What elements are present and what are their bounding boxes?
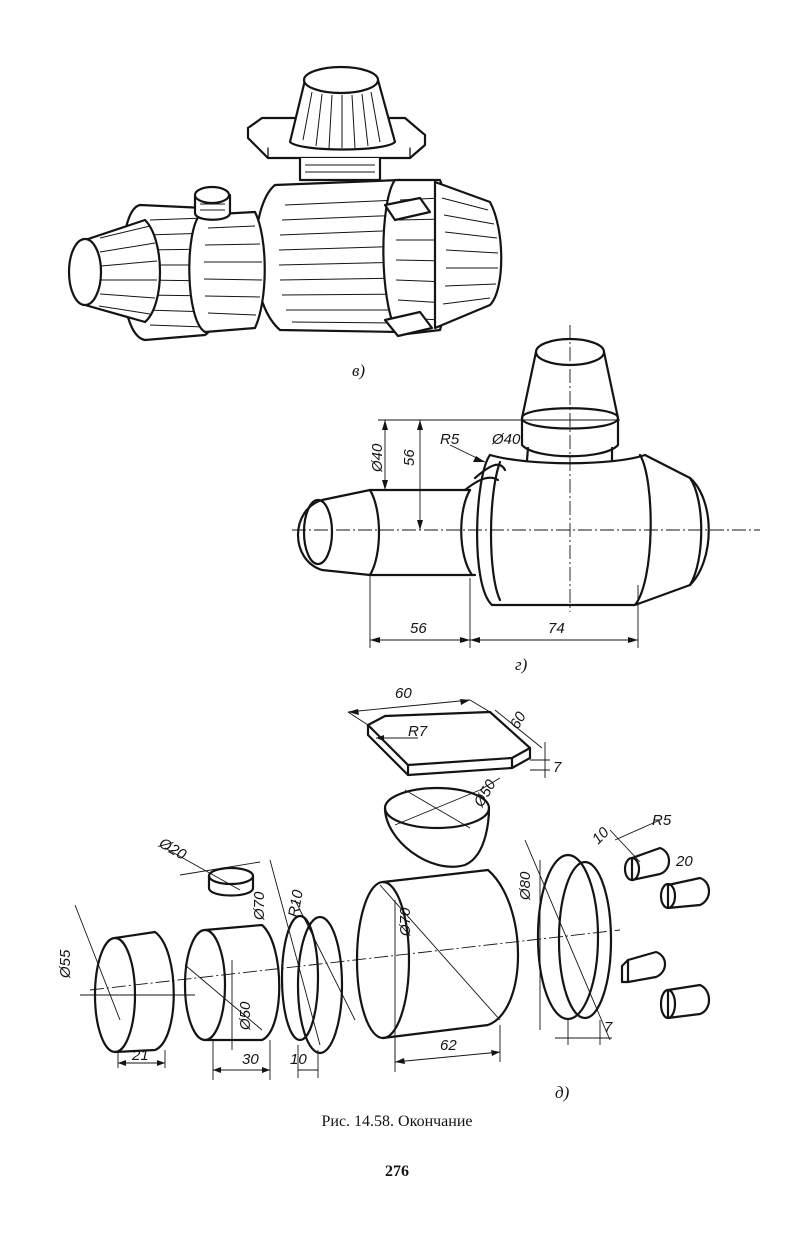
d-dim-d70-body: Ø70 xyxy=(397,907,414,937)
d-bolts xyxy=(609,819,711,1020)
view-v-valve-illustration xyxy=(67,65,503,342)
d-dim-pin-d20: Ø20 xyxy=(155,834,189,864)
d-dim-d55: Ø55 xyxy=(57,949,74,979)
d-main-body xyxy=(355,868,519,1072)
d-dim-d50: Ø50 xyxy=(237,1001,254,1031)
g-dim-r5: R5 xyxy=(440,431,460,448)
v-right-collar xyxy=(382,178,451,338)
d-cylinder-55 xyxy=(74,904,195,1068)
v-top-cone xyxy=(288,65,397,151)
d-dim-plate-60-side: 60 xyxy=(507,708,530,732)
g-main-body xyxy=(476,453,710,607)
d-ring-70 xyxy=(269,859,356,1078)
g-dim-74-length: 74 xyxy=(548,620,565,637)
view-g-outline: R5 Ø40 Ø40 56 56 74 xyxy=(292,325,760,648)
g-dim-56-length: 56 xyxy=(410,620,427,637)
g-dim-56-height: 56 xyxy=(401,449,418,466)
d-dim-d80: Ø80 xyxy=(517,871,534,901)
d-cylinder-50 xyxy=(183,923,281,1080)
d-dim-w30: 30 xyxy=(242,1051,259,1068)
v-left-cone xyxy=(67,218,161,324)
d-dim-plate-60-top: 60 xyxy=(395,685,412,702)
view-v-label: в) xyxy=(352,361,365,380)
v-knob xyxy=(193,185,232,221)
d-right-cone xyxy=(524,839,613,1045)
view-d-exploded: 60 60 R7 7 Ø50 Ø20 Ø55 21 xyxy=(57,685,711,1080)
d-dim-bolt-10: 10 xyxy=(589,824,613,848)
d-dim-bolt-20: 20 xyxy=(675,853,693,870)
d-dim-d70-ring: Ø70 xyxy=(251,891,268,921)
d-dim-w62: 62 xyxy=(440,1037,457,1054)
d-dim-plate-7: 7 xyxy=(553,759,562,776)
d-dim-w21: 21 xyxy=(131,1047,149,1064)
d-cone-segment xyxy=(383,777,501,868)
d-dim-w7: 7 xyxy=(604,1019,613,1036)
d-axis xyxy=(89,929,621,991)
v-right-cone xyxy=(433,180,503,330)
d-dim-plate-r7: R7 xyxy=(408,723,428,740)
g-left-part xyxy=(297,463,507,577)
d-plate xyxy=(347,699,550,778)
v-main-body xyxy=(253,178,417,334)
g-dim-d40-left: Ø40 xyxy=(369,443,386,473)
view-d-label: д) xyxy=(555,1083,570,1102)
view-g-label: г) xyxy=(515,655,528,674)
page-number: 276 xyxy=(385,1163,409,1180)
d-dim-w10: 10 xyxy=(290,1051,307,1068)
g-dim-d40-top: Ø40 xyxy=(491,431,521,448)
g-dimensions xyxy=(369,419,639,648)
d-dim-cone-d50: Ø50 xyxy=(470,776,500,810)
d-dim-bolt-r5: R5 xyxy=(652,812,672,829)
figure-caption: Рис. 14.58. Окончание xyxy=(321,1113,473,1130)
d-pin xyxy=(164,847,261,897)
d-dim-r10: R10 xyxy=(285,888,307,919)
